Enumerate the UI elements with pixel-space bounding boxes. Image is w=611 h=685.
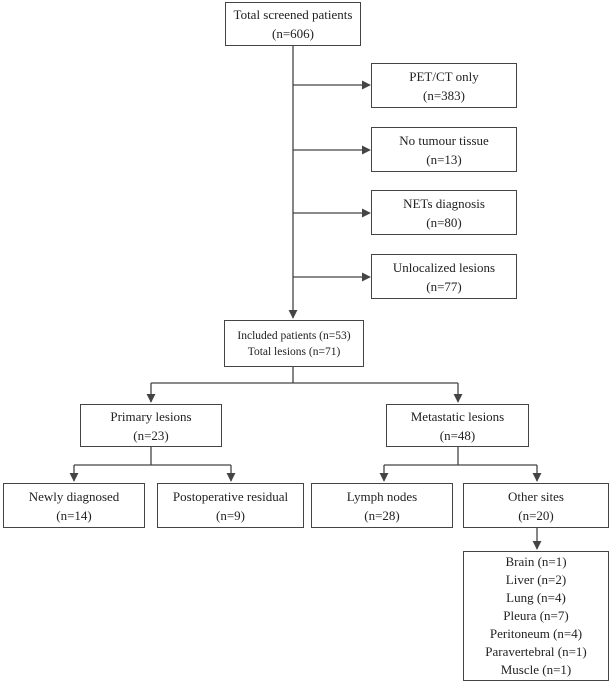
node-label: Metastatic lesions bbox=[410, 408, 505, 424]
node-nets-diagnosis: NETs diagnosis (n=80) bbox=[371, 190, 517, 235]
node-label: Unlocalized lesions bbox=[392, 259, 496, 275]
node-postoperative-residual: Postoperative residual (n=9) bbox=[157, 483, 304, 528]
node-count: (n=13) bbox=[426, 151, 462, 167]
node-count: (n=606) bbox=[272, 26, 314, 41]
node-label: Other sites bbox=[508, 488, 564, 504]
site-item-muscle: Muscle (n=1) bbox=[500, 662, 572, 677]
node-total-screened: Total screened patients (n=606) bbox=[225, 2, 361, 46]
node-count: (n=383) bbox=[423, 87, 465, 103]
site-item-paravertebral: Paravertebral (n=1) bbox=[485, 644, 587, 659]
site-item-brain: Brain (n=1) bbox=[505, 554, 567, 569]
node-count: (n=80) bbox=[426, 214, 462, 230]
node-label: Postoperative residual bbox=[172, 488, 289, 504]
node-primary-lesions: Primary lesions (n=23) bbox=[80, 404, 222, 447]
node-other-sites-breakdown: Brain (n=1) Liver (n=2) Lung (n=4) Pleur… bbox=[463, 551, 609, 681]
node-no-tumour-tissue: No tumour tissue (n=13) bbox=[371, 127, 517, 172]
site-item-peritoneum: Peritoneum (n=4) bbox=[489, 626, 583, 641]
node-included-patients: Included patients (n=53) Total lesions (… bbox=[224, 320, 364, 367]
node-lymph-nodes: Lymph nodes (n=28) bbox=[311, 483, 453, 528]
node-count: (n=20) bbox=[518, 507, 554, 523]
node-label: Total screened patients bbox=[233, 7, 353, 22]
site-item-liver: Liver (n=2) bbox=[505, 572, 567, 587]
node-other-sites: Other sites (n=20) bbox=[463, 483, 609, 528]
node-count: (n=9) bbox=[216, 507, 245, 523]
node-label: NETs diagnosis bbox=[403, 195, 485, 211]
node-petct-only: PET/CT only (n=383) bbox=[371, 63, 517, 108]
node-count: (n=14) bbox=[56, 507, 92, 523]
site-item-pleura: Pleura (n=7) bbox=[503, 608, 569, 623]
node-label: Lymph nodes bbox=[346, 488, 418, 504]
node-count: (n=48) bbox=[439, 427, 476, 443]
node-count: (n=77) bbox=[426, 278, 462, 294]
node-label: Primary lesions bbox=[110, 408, 192, 424]
node-line-1: Included patients (n=53) bbox=[237, 329, 351, 342]
node-count: (n=23) bbox=[133, 427, 169, 443]
node-label: PET/CT only bbox=[409, 68, 479, 84]
node-label: Newly diagnosed bbox=[28, 488, 120, 504]
node-line-2: Total lesions (n=71) bbox=[247, 345, 341, 358]
node-newly-diagnosed: Newly diagnosed (n=14) bbox=[3, 483, 145, 528]
site-item-lung: Lung (n=4) bbox=[506, 590, 566, 605]
node-metastatic-lesions: Metastatic lesions (n=48) bbox=[386, 404, 529, 447]
node-unlocalized-lesions: Unlocalized lesions (n=77) bbox=[371, 254, 517, 299]
node-label: No tumour tissue bbox=[399, 132, 489, 148]
node-count: (n=28) bbox=[364, 507, 400, 523]
